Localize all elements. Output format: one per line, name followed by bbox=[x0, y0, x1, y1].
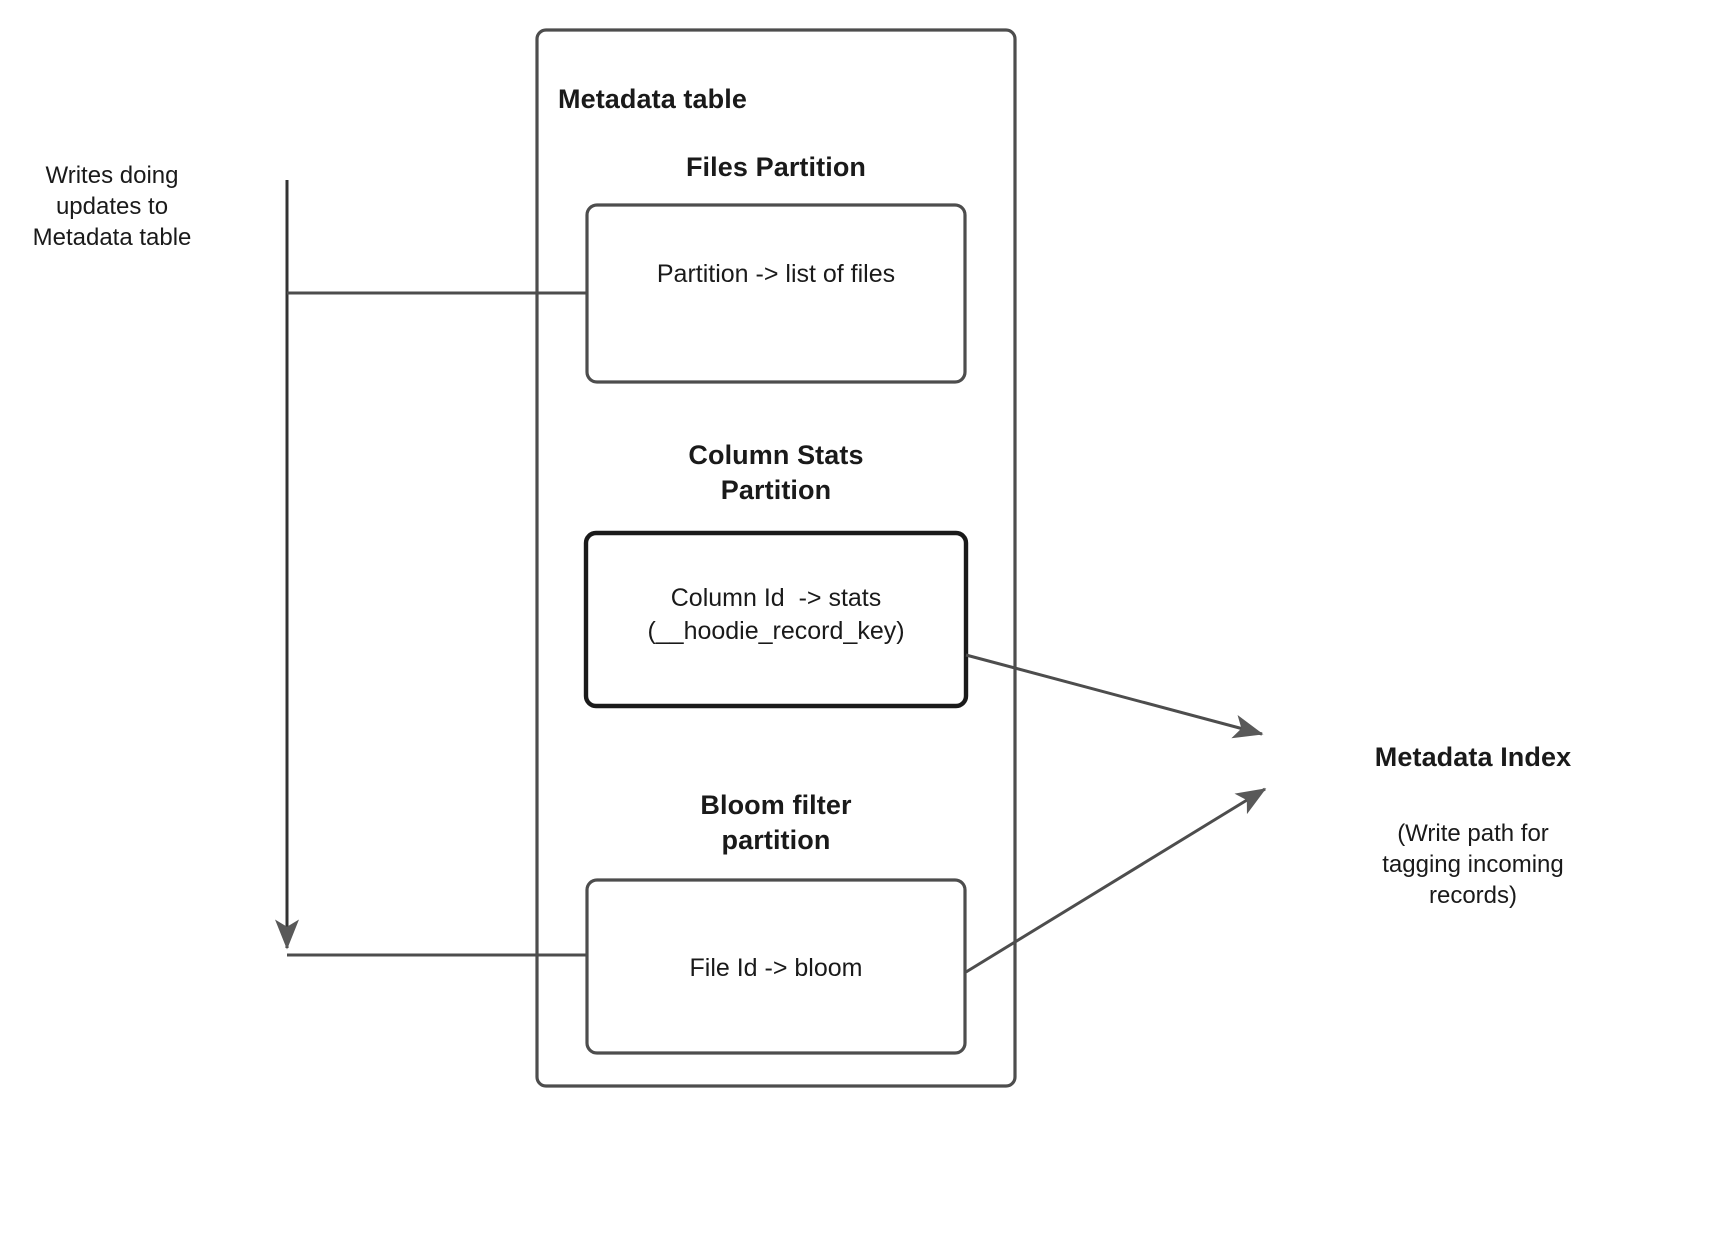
metadata-index-title: Metadata Index bbox=[1374, 742, 1572, 772]
column-stats-partition-box-text: Column Id -> stats (__hoodie_record_key) bbox=[647, 584, 905, 645]
bloom-filter-partition-heading: Bloom filter partition bbox=[700, 790, 852, 856]
files-partition-heading: Files Partition bbox=[685, 152, 867, 182]
bloom-filter-partition-box bbox=[585, 878, 967, 1055]
metadata-table-title: Metadata table bbox=[558, 84, 747, 114]
files-partition-box-text: Partition -> list of files bbox=[656, 260, 896, 288]
column-stats-to-index-arrow bbox=[965, 653, 1264, 739]
files-partition-box bbox=[585, 203, 967, 384]
writes-note-label: Writes doing updates to Metadata table bbox=[32, 162, 192, 252]
column-stats-partition-heading: Column Stats Partition bbox=[688, 440, 864, 506]
metadata-index-subtitle: (Write path for tagging incoming records… bbox=[1382, 820, 1564, 910]
metadata-table-container bbox=[535, 28, 1017, 1088]
column-stats-partition-box bbox=[583, 530, 969, 709]
bloom-filter-to-index-arrow bbox=[965, 787, 1267, 974]
bloom-filter-partition-box-text: File Id -> bloom bbox=[689, 954, 863, 982]
